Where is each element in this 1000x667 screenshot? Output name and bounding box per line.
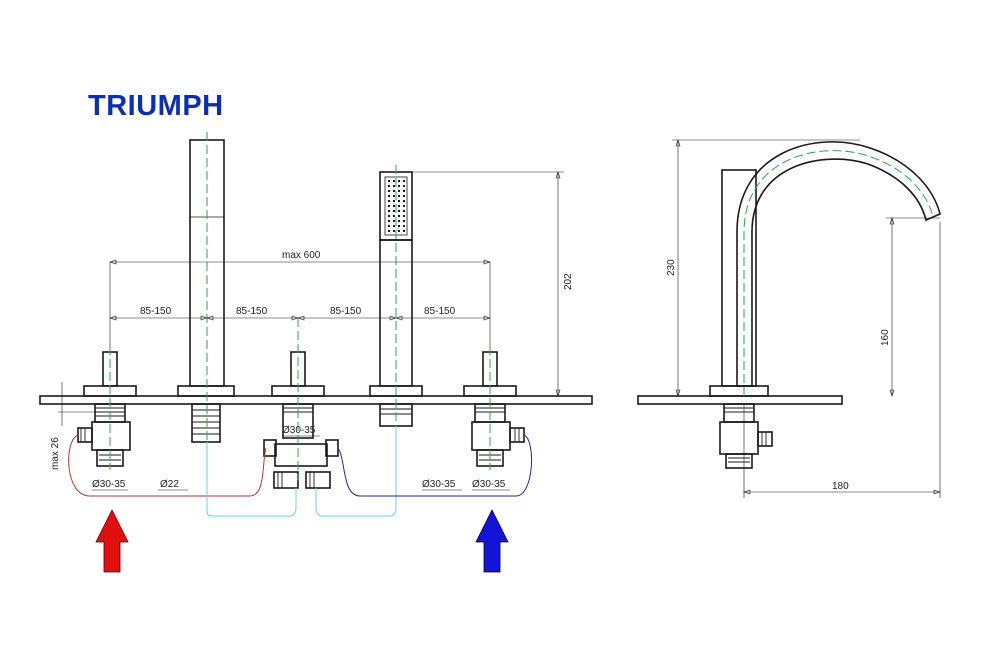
dim-hole-diverter: Ø30-35 <box>282 425 316 436</box>
dim-spacing-4: 85-150 <box>424 306 456 317</box>
brand-title: TRIUMPH <box>88 90 224 122</box>
dim-max-26: max 26 <box>50 437 61 470</box>
right-valve <box>463 351 525 467</box>
diverter <box>263 351 339 489</box>
front-view: max 600 85-150 85-150 85-150 85-150 202 … <box>39 132 593 573</box>
cold-water-arrow <box>475 509 509 573</box>
shower-nozzles <box>388 180 405 232</box>
deck-plate <box>39 395 593 405</box>
dim-hole-right-valve: Ø30-35 <box>472 479 506 490</box>
dim-spacing-1: 85-150 <box>140 306 172 317</box>
side-view: 230 160 180 <box>637 139 941 498</box>
gooseneck-spout <box>736 141 941 387</box>
dim-max-600: max 600 <box>282 250 321 261</box>
hot-water-arrow <box>95 509 129 573</box>
dim-230: 230 <box>666 259 677 276</box>
dim-160: 160 <box>880 329 891 346</box>
spout-column <box>177 139 235 443</box>
dim-hole-left-valve: Ø30-35 <box>92 479 126 490</box>
dim-180: 180 <box>832 481 849 492</box>
left-valve <box>77 351 137 467</box>
dim-hole-spout: Ø22 <box>160 479 179 490</box>
side-deck-plate <box>637 395 843 405</box>
dim-hole-handshower: Ø30-35 <box>422 479 456 490</box>
dim-spacing-2: 85-150 <box>236 306 268 317</box>
dim-202: 202 <box>563 273 574 290</box>
dim-spacing-3: 85-150 <box>330 306 362 317</box>
